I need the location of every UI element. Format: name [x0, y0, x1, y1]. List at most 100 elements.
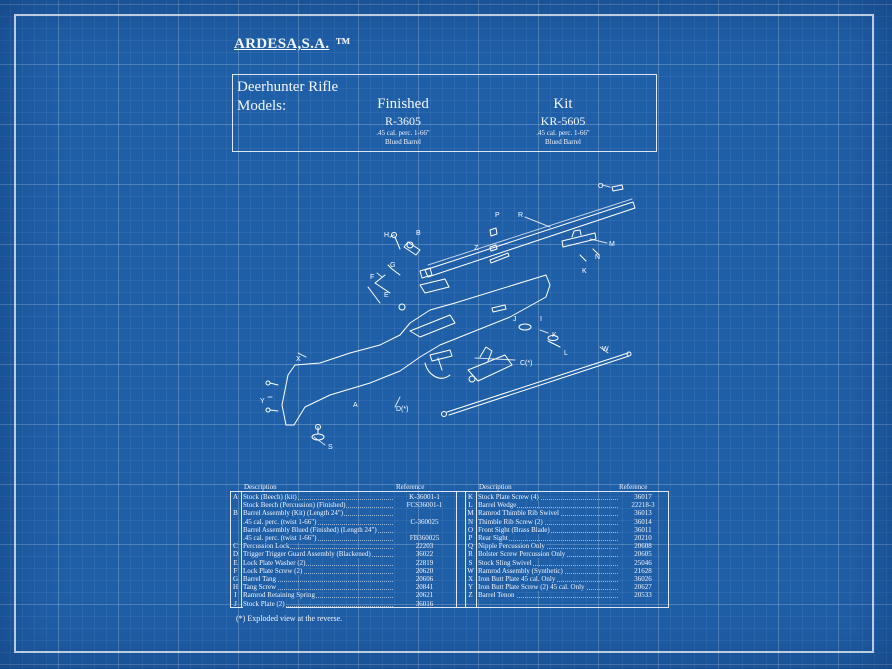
svg-text:X: X — [296, 356, 301, 363]
part-description: Thimble Rib Screw (2) — [478, 517, 544, 526]
part-letter: K — [467, 493, 474, 501]
kit-model-column: Kit KR-5605 .45 cal. perc. 1-66" Blued B… — [488, 96, 638, 147]
svg-text:O: O — [598, 183, 604, 190]
leader-dots — [243, 591, 393, 599]
part-reference: 20841 — [415, 583, 434, 592]
parts-row: Barrel Assembly Blued (Finished) (Length… — [230, 525, 669, 534]
svg-text:L: L — [564, 350, 568, 357]
part-letter: O — [467, 525, 474, 534]
models-label: Models: — [237, 98, 287, 114]
leader-dots — [478, 518, 618, 525]
leader-dots — [478, 559, 618, 566]
left-reference-header: Reference — [396, 483, 425, 491]
leader-lines — [267, 184, 611, 446]
part-letter: M — [467, 509, 474, 518]
company-name: ARDESA,S.A. — [234, 36, 330, 52]
right-description-header: Description — [479, 483, 512, 491]
leader-dots — [243, 583, 393, 591]
part-reference: 20210 — [634, 534, 652, 542]
part-reference: 36011 — [634, 525, 652, 534]
part-letter: S — [468, 558, 473, 567]
svg-text:I: I — [540, 316, 542, 323]
part-letter: L — [468, 501, 473, 510]
model-title-box: Deerhunter Rifle Models: Finished R-3605… — [232, 74, 657, 152]
finished-spec: .45 cal. perc. 1-66" — [376, 129, 430, 137]
part-reference: 22203 — [415, 542, 434, 551]
trademark-symbol: ™ — [335, 36, 351, 52]
part-letter: J — [234, 599, 237, 608]
svg-text:A: A — [353, 402, 358, 409]
leader-dots — [478, 542, 618, 550]
part-letter: D — [232, 550, 239, 559]
barrel-wedge-part — [489, 252, 510, 264]
part-reference: 20533 — [634, 591, 652, 600]
finished-finish: Blued Barrel — [385, 138, 421, 146]
parts-row: S Stock Sling Swivel 25046 — [230, 558, 669, 567]
part-letter: P — [468, 534, 473, 542]
part-letter: W — [467, 566, 474, 575]
part-reference: 22218-3 — [631, 501, 655, 510]
svg-text:R: R — [518, 212, 523, 219]
product-name: Deerhunter Rifle — [237, 79, 339, 95]
trigger-guard-part — [424, 349, 453, 379]
kit-finish: Blued Barrel — [545, 138, 581, 146]
part-reference: 36022 — [415, 550, 434, 559]
small-parts-left — [367, 232, 450, 311]
right-reference-header: Reference — [619, 483, 648, 491]
kit-spec: .45 cal. perc. 1-66" — [536, 129, 590, 137]
leader-dots — [478, 501, 618, 509]
leader-dots — [243, 600, 393, 607]
leader-dots — [243, 542, 393, 550]
finished-heading: Finished — [377, 96, 429, 112]
part-reference: 25046 — [634, 558, 652, 567]
part-reference: 22819 — [415, 558, 434, 567]
part-letter: R — [468, 550, 473, 559]
leader-dots — [243, 559, 393, 566]
leader-dots — [243, 534, 393, 541]
part-description: Percussion Lock — [243, 542, 291, 551]
leader-dots — [243, 575, 393, 582]
svg-text:Y: Y — [260, 398, 265, 405]
part-reference: C-360025 — [410, 517, 439, 526]
part-letter: H — [232, 583, 239, 592]
svg-text:W: W — [602, 346, 609, 353]
part-description: .45 cal. perc. (twist 1-66") — [243, 517, 318, 526]
leader-dots — [243, 493, 393, 500]
parts-row: Stock Beech (Percussion) (Finished)FCS36… — [230, 501, 669, 510]
part-reference: FB360025 — [409, 534, 440, 542]
svg-text:P: P — [495, 212, 500, 219]
part-letter: I — [234, 591, 237, 600]
part-description: Lock Plate Washer (2) — [243, 558, 307, 567]
diagram-labels: O R P M H G F E K A B I K L C(*) W D(*) … — [260, 183, 615, 451]
part-letter: E — [233, 558, 238, 567]
parts-table: Description Reference Description Refere… — [230, 483, 669, 608]
part-description: Stock Sling Swivel — [478, 558, 533, 567]
leader-dots — [478, 534, 618, 541]
part-description: .45 cal. perc. (twist 1-66") — [243, 534, 318, 542]
part-description: Bolster Screw Percussion Only — [478, 550, 567, 559]
part-description: Nipple Percussion Only — [478, 542, 546, 551]
part-reference: 20620 — [415, 566, 434, 575]
left-description-header: Description — [244, 483, 277, 491]
svg-text:C(*): C(*) — [520, 360, 532, 367]
blueprint-border — [14, 14, 874, 653]
small-parts-right — [518, 323, 561, 348]
part-reference: 21628 — [634, 566, 652, 575]
part-letter: N — [467, 517, 474, 526]
sling-swivel-part — [311, 424, 325, 441]
